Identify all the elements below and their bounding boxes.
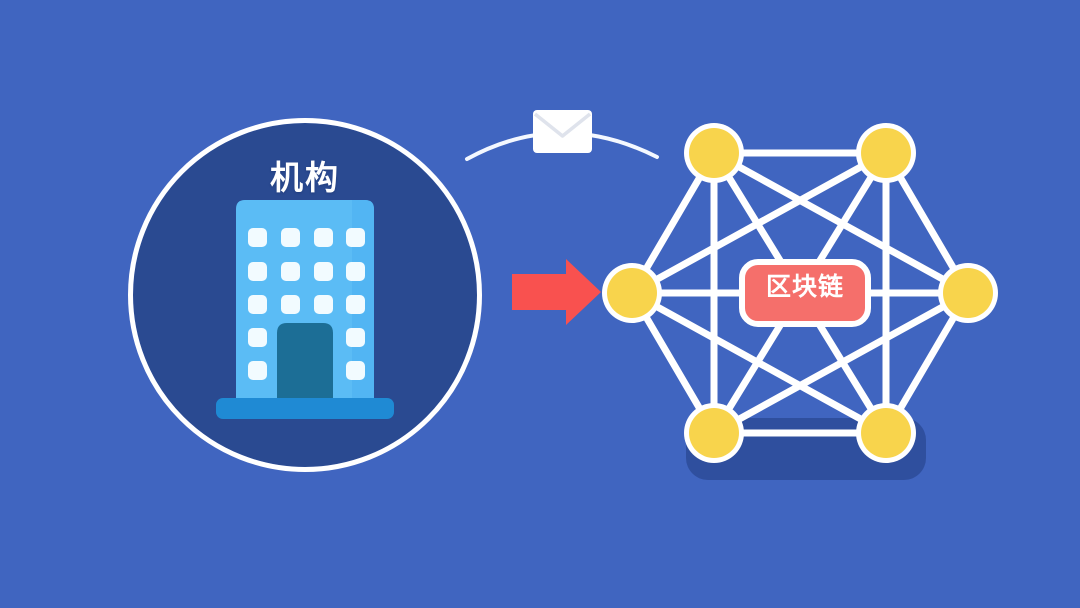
blockchain-network — [602, 123, 998, 480]
institution-circle — [128, 118, 482, 472]
blockchain-badge-label: 区块链 — [765, 272, 844, 301]
institution-circle-ring — [128, 118, 482, 472]
building-door — [277, 323, 333, 403]
building-windows — [248, 228, 365, 380]
envelope-icon — [533, 110, 592, 153]
network-node-top-left[interactable] — [684, 123, 744, 183]
edge-l-br — [628, 289, 890, 437]
network-node-right[interactable] — [938, 263, 998, 323]
institution-label: 机构 — [270, 158, 340, 197]
edge-tr-l — [628, 149, 890, 297]
red-arrow-icon — [512, 259, 601, 325]
network-nodes — [602, 123, 998, 463]
edge-tl-r — [710, 149, 972, 297]
network-node-top-right[interactable] — [856, 123, 916, 183]
office-building-icon — [216, 200, 394, 419]
blockchain-badge[interactable] — [739, 259, 871, 327]
network-node-bottom-right[interactable] — [856, 403, 916, 463]
network-node-bottom-left[interactable] — [684, 403, 744, 463]
building-base — [216, 398, 394, 419]
building-body — [236, 200, 374, 400]
transfer-connector — [465, 110, 659, 325]
network-node-left[interactable] — [602, 263, 662, 323]
blockchain-badge-shape — [739, 259, 871, 327]
edge-r-bl — [710, 289, 972, 437]
